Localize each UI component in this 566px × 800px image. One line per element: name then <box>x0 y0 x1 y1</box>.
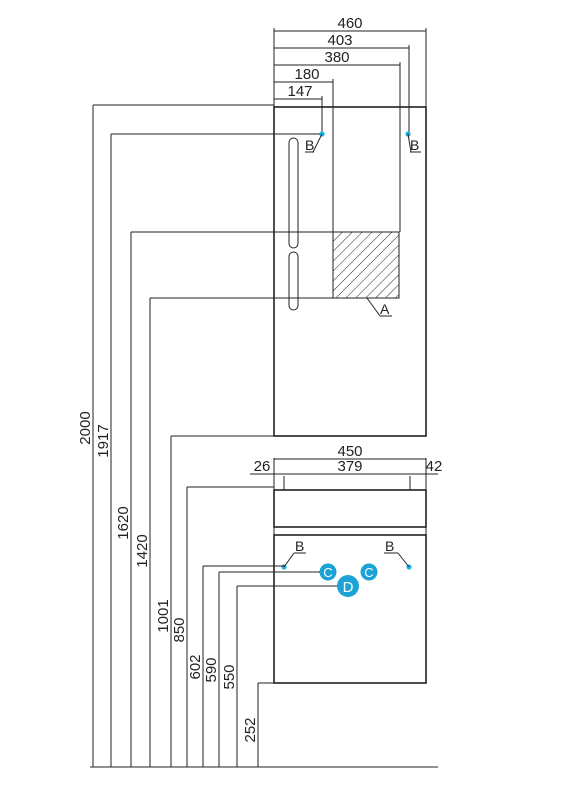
upper-handle-2 <box>288 251 299 311</box>
marker-d-label: D <box>343 579 354 596</box>
dim-403: 403 <box>327 32 352 49</box>
dim-42: 42 <box>426 458 443 475</box>
dim-2000: 2000 <box>77 411 94 444</box>
dim-379: 379 <box>337 458 362 475</box>
label-a: A <box>380 301 390 317</box>
lower-top-rail <box>273 526 427 536</box>
height-dimensions: 2000 1917 1620 1420 1001 850 602 590 550 <box>77 104 337 767</box>
dim-180: 180 <box>294 66 319 83</box>
dim-550: 550 <box>221 664 238 689</box>
dim-26: 26 <box>254 458 271 475</box>
marker-d <box>337 575 359 597</box>
dim-602: 602 <box>187 654 204 679</box>
dim-380: 380 <box>324 49 349 66</box>
lower-width-dimensions: 450 379 26 42 <box>250 443 442 490</box>
dim-460: 460 <box>337 15 362 32</box>
dim-1917: 1917 <box>95 424 112 457</box>
marker-c-right-label: C <box>364 565 373 580</box>
dim-450: 450 <box>337 443 362 460</box>
upper-width-dimensions: 460 403 380 180 147 <box>273 15 427 232</box>
dim-850: 850 <box>171 617 188 642</box>
label-b-upper-right: B <box>410 137 419 153</box>
upper-cabinet <box>273 106 427 437</box>
upper-handle-1 <box>288 137 299 249</box>
dim-1620: 1620 <box>115 506 132 539</box>
upper-cabinet-body <box>273 106 427 437</box>
dim-1420: 1420 <box>134 534 151 567</box>
dim-590: 590 <box>203 657 220 682</box>
hatched-area-a <box>332 231 400 299</box>
label-b-lower-left: B <box>295 538 304 554</box>
label-b-lower-right: B <box>385 538 394 554</box>
countertop <box>273 489 427 528</box>
lower-cabinet-body <box>273 534 427 684</box>
lower-cabinet <box>273 476 427 684</box>
dim-147: 147 <box>287 83 312 100</box>
dim-1001: 1001 <box>155 599 172 632</box>
marker-c-left <box>319 563 337 581</box>
dim-252: 252 <box>242 717 259 742</box>
label-b-upper-left: B <box>305 137 314 153</box>
marker-c-right <box>360 563 378 581</box>
marker-c-left-label: C <box>323 565 332 580</box>
